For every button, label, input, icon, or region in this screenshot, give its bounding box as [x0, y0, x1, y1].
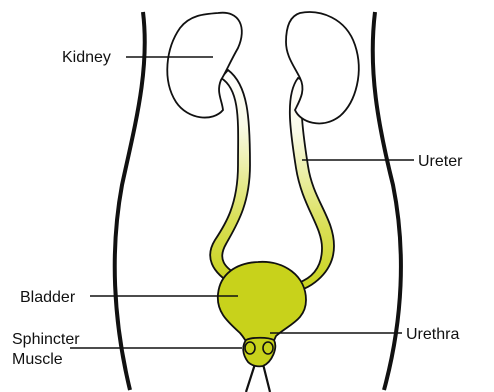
- right-kidney: [286, 12, 359, 123]
- urethra-label: Urethra: [406, 326, 459, 343]
- sphincter-ring-left: [245, 342, 255, 354]
- ureter-label: Ureter: [418, 153, 463, 170]
- sphincter-ring-right: [263, 342, 273, 354]
- sphincter-label-line2: Muscle: [12, 351, 63, 368]
- left-kidney: [167, 13, 242, 118]
- urethra-tube: [246, 364, 270, 392]
- body-outline-left: [115, 12, 145, 390]
- sphincter-label-line1: Sphincter: [12, 331, 80, 348]
- kidney-label: Kidney: [62, 49, 111, 66]
- bladder-label: Bladder: [20, 289, 76, 306]
